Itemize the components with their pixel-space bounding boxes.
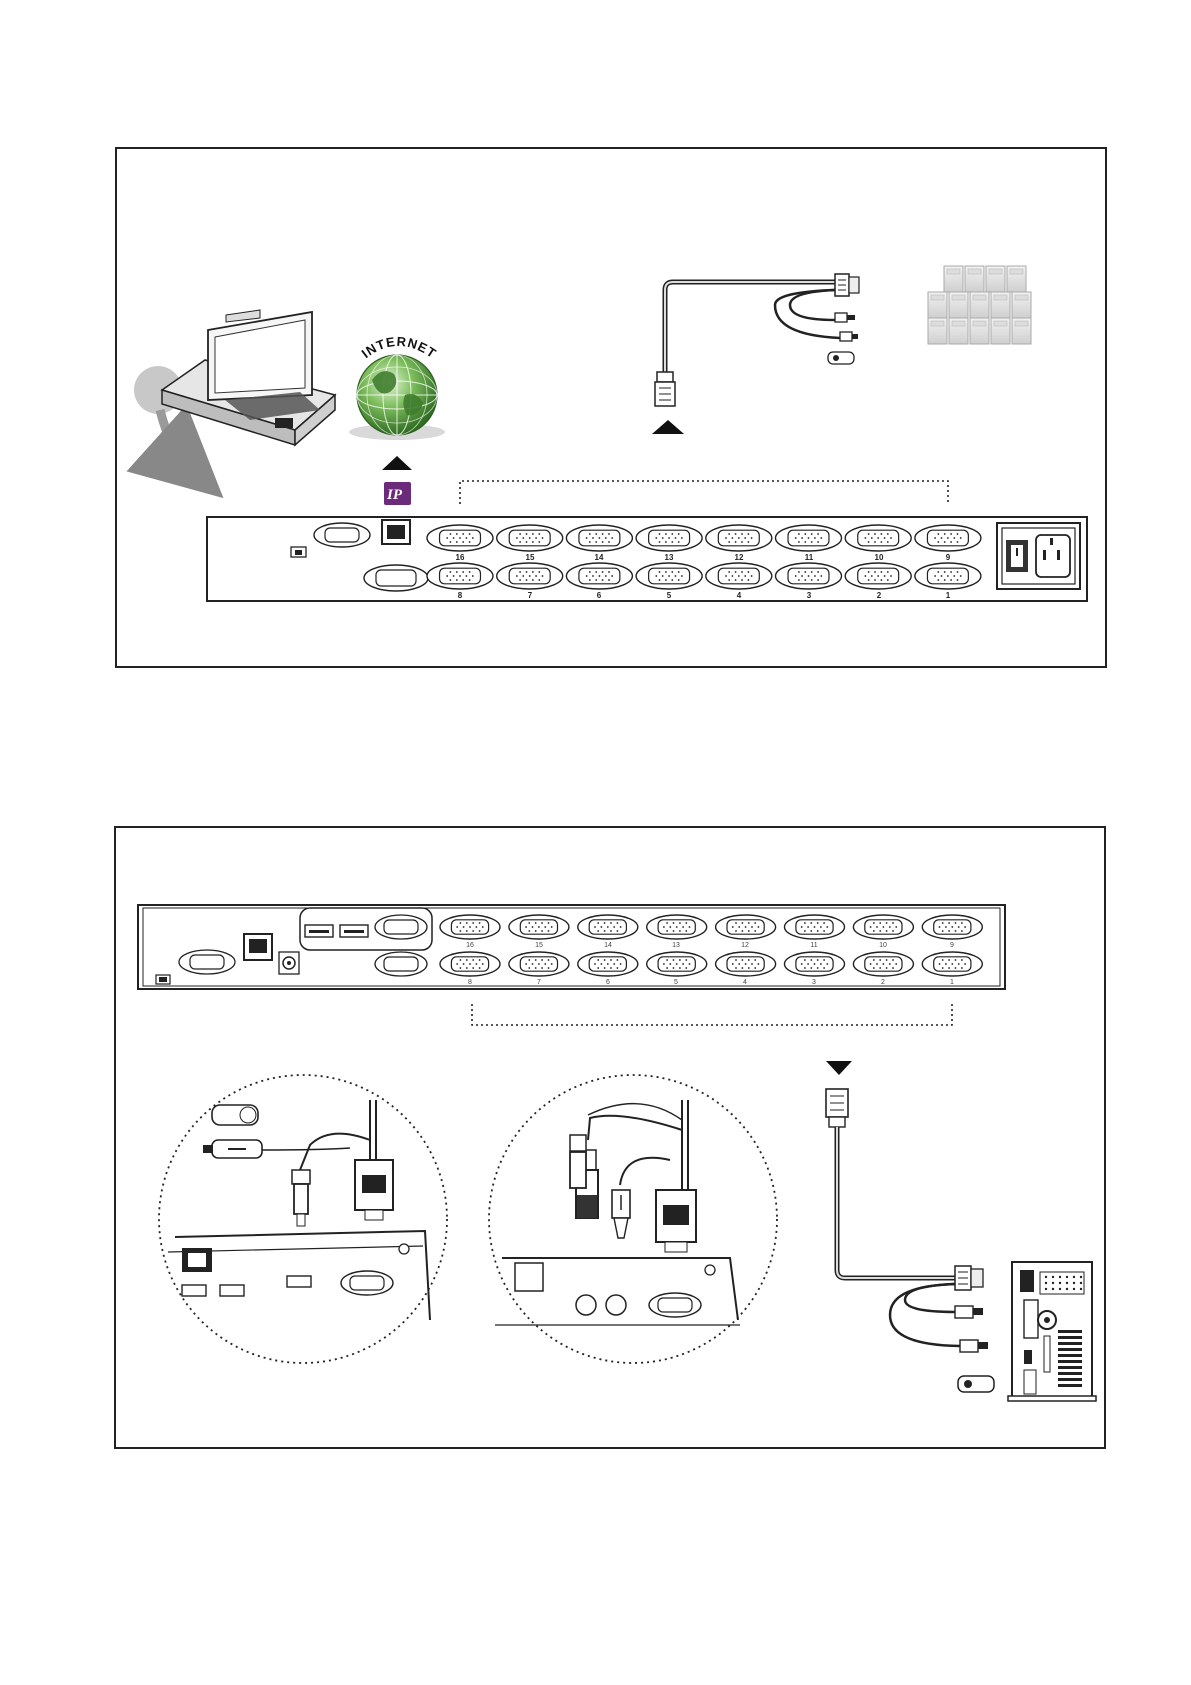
port-label-6: 6: [606, 979, 610, 986]
port-label-10: 10: [875, 553, 884, 562]
port-label-2: 2: [877, 591, 882, 600]
port-label-1: 1: [946, 591, 951, 600]
port-label-1: 1: [950, 979, 954, 986]
port-label-15: 15: [535, 942, 543, 949]
port-label-12: 12: [741, 942, 749, 949]
port-label-4: 4: [737, 591, 742, 600]
port-label-9: 9: [946, 553, 951, 562]
port-label-14: 14: [595, 553, 604, 562]
port-label-5: 5: [667, 591, 672, 600]
port-label-14: 14: [604, 942, 612, 949]
port-label-16: 16: [456, 553, 465, 562]
port-label-15: 15: [526, 553, 535, 562]
port-label-13: 13: [665, 553, 674, 562]
port-label-13: 13: [672, 942, 680, 949]
port-label-5: 5: [674, 979, 678, 986]
port-label-7: 7: [537, 979, 541, 986]
port-label-8: 8: [468, 979, 472, 986]
port-label-4: 4: [743, 979, 747, 986]
port-label-9: 9: [950, 942, 954, 949]
port-label-16: 16: [466, 942, 474, 949]
port-label-11: 11: [805, 553, 814, 562]
port-label-11: 11: [810, 942, 817, 949]
port-label-12: 12: [735, 553, 744, 562]
port-label-7: 7: [528, 591, 533, 600]
port-label-8: 8: [458, 591, 463, 600]
port-label-3: 3: [807, 591, 812, 600]
port-label-10: 10: [879, 942, 887, 949]
port-label-6: 6: [597, 591, 602, 600]
port-label-3: 3: [812, 979, 816, 986]
port-label-2: 2: [881, 979, 885, 986]
